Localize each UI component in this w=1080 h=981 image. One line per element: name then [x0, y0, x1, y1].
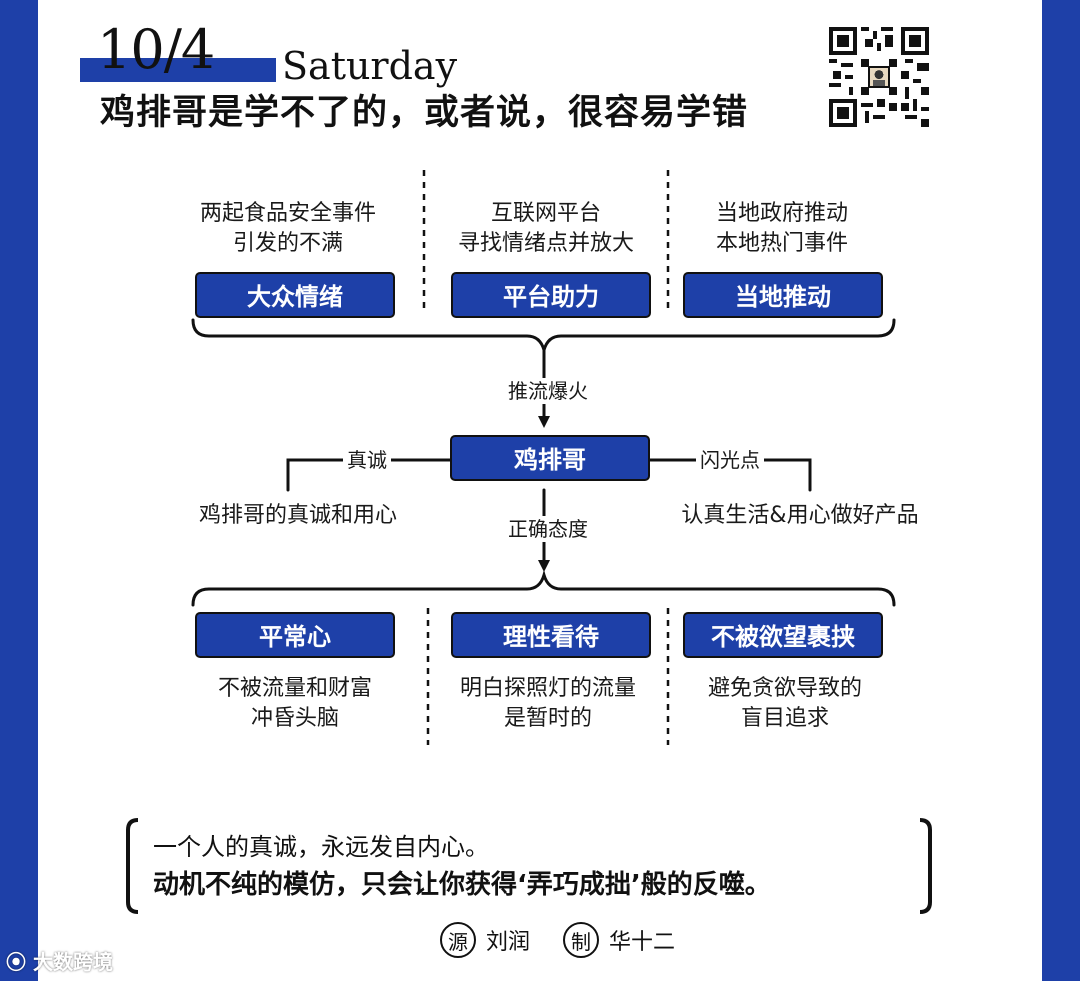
source-badge: 源 [440, 922, 476, 958]
top-desc-1: 两起食品安全事件引发的不满 [199, 201, 376, 256]
watermark-text: 大数跨境 [32, 950, 113, 974]
quote-line-2: 动机不纯的模仿，只会让你获得‘弄巧成拙’般的反噬。 [153, 870, 771, 900]
arrow-head-2 [538, 560, 550, 572]
qr-code-icon [829, 27, 929, 127]
right-branch-desc: 认真生活&用心做好产品 [681, 503, 919, 528]
bottom-brace [191, 569, 896, 607]
box-calm-mind: 平常心 [195, 612, 395, 658]
right-accent-bar [1042, 0, 1080, 981]
box-platform-boost: 平台助力 [451, 272, 651, 318]
bottom-desc-1: 不被流量和财富冲昏头脑 [217, 676, 372, 731]
quote-line-1: 一个人的真诚，永远发自内心。 [153, 833, 489, 861]
left-branch-desc: 鸡排哥的真诚和用心 [198, 503, 397, 528]
weekday-label: Saturday [282, 44, 458, 88]
arrow-head-1 [538, 416, 550, 428]
headline: 鸡排哥是学不了的，或者说，很容易学错 [100, 93, 749, 133]
maker-name: 华十二 [609, 930, 676, 955]
left-accent-bar [0, 0, 38, 981]
date-highlight-bar [80, 58, 276, 82]
arrow2-label: 正确态度 [494, 516, 602, 542]
box-no-greed: 不被欲望裹挟 [683, 612, 883, 658]
top-desc-3: 当地政府推动本地热门事件 [715, 201, 848, 256]
box-rational-view: 理性看待 [451, 612, 651, 658]
watermark-logo: ⦿ 大数跨境 [6, 950, 113, 974]
credit-maker: 制 华十二 [563, 920, 675, 960]
credit-source: 源 刘润 [440, 920, 530, 960]
left-connector [286, 458, 452, 492]
box-public-sentiment: 大众情绪 [195, 272, 395, 318]
bottom-desc-3: 避免贪欲导致的盲目追求 [707, 676, 862, 731]
box-center: 鸡排哥 [450, 435, 650, 481]
right-branch-label: 闪光点 [696, 447, 764, 473]
bottom-desc-2: 明白探照灯的流量是暂时的 [459, 676, 636, 731]
box-local-promotion: 当地推动 [683, 272, 883, 318]
maker-badge: 制 [563, 922, 599, 958]
left-branch-label: 真诚 [343, 447, 391, 473]
top-desc-2: 互联网平台寻找情绪点并放大 [457, 201, 634, 256]
source-name: 刘润 [486, 930, 531, 955]
arrow1-label: 推流爆火 [494, 378, 602, 404]
date-label: 10/4 [97, 18, 215, 81]
